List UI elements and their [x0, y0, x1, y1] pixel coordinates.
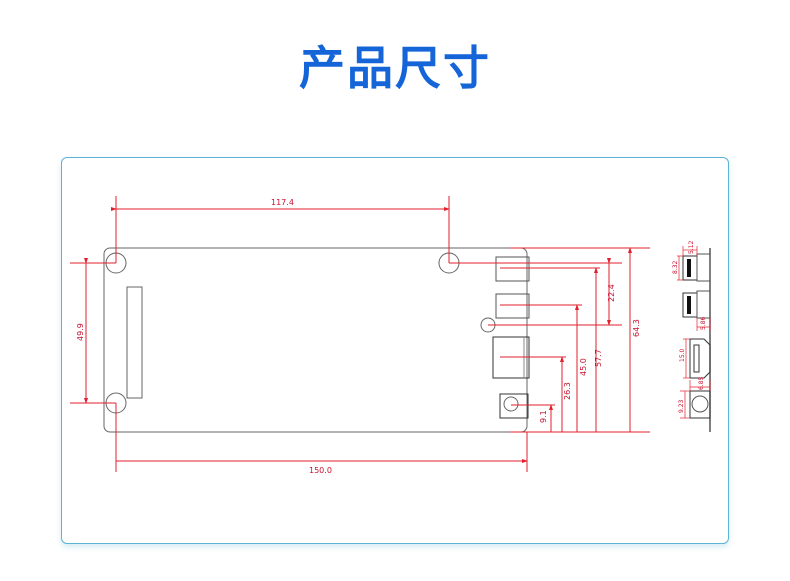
dim-offset-26-3: 26.3: [563, 382, 572, 400]
gpio-header: [126, 286, 143, 399]
dim-hdmi-height: 15.0: [679, 348, 686, 362]
dimension-card: [61, 157, 729, 544]
dim-usb-width: 5.12: [688, 240, 695, 254]
dc-jack: [499, 393, 529, 419]
side-hdmi: [689, 338, 711, 379]
dim-board-length: 150.0: [309, 466, 332, 475]
page-title: 产品尺寸: [299, 41, 491, 95]
dim-usb-height: 8.32: [672, 260, 679, 274]
usb-port-1: [495, 256, 530, 282]
side-dc-jack: [689, 390, 711, 419]
dim-usb2-width: 5.86: [700, 316, 707, 330]
dim-hole-spacing-x: 117.4: [271, 198, 294, 207]
board-outline: [103, 247, 528, 433]
dim-hole-spacing-y: 49.9: [76, 323, 85, 341]
dim-offset-57-7: 57.7: [594, 349, 603, 367]
usb-port-2: [495, 293, 530, 319]
dim-dc-width: 6.85: [698, 376, 705, 390]
dim-offset-22-4: 22.4: [607, 284, 616, 302]
dim-board-height: 64.3: [632, 319, 641, 337]
dim-offset-9-1: 9.1: [539, 410, 548, 423]
dim-dc-height: 9.23: [678, 399, 685, 413]
dim-offset-45-0: 45.0: [579, 358, 588, 376]
